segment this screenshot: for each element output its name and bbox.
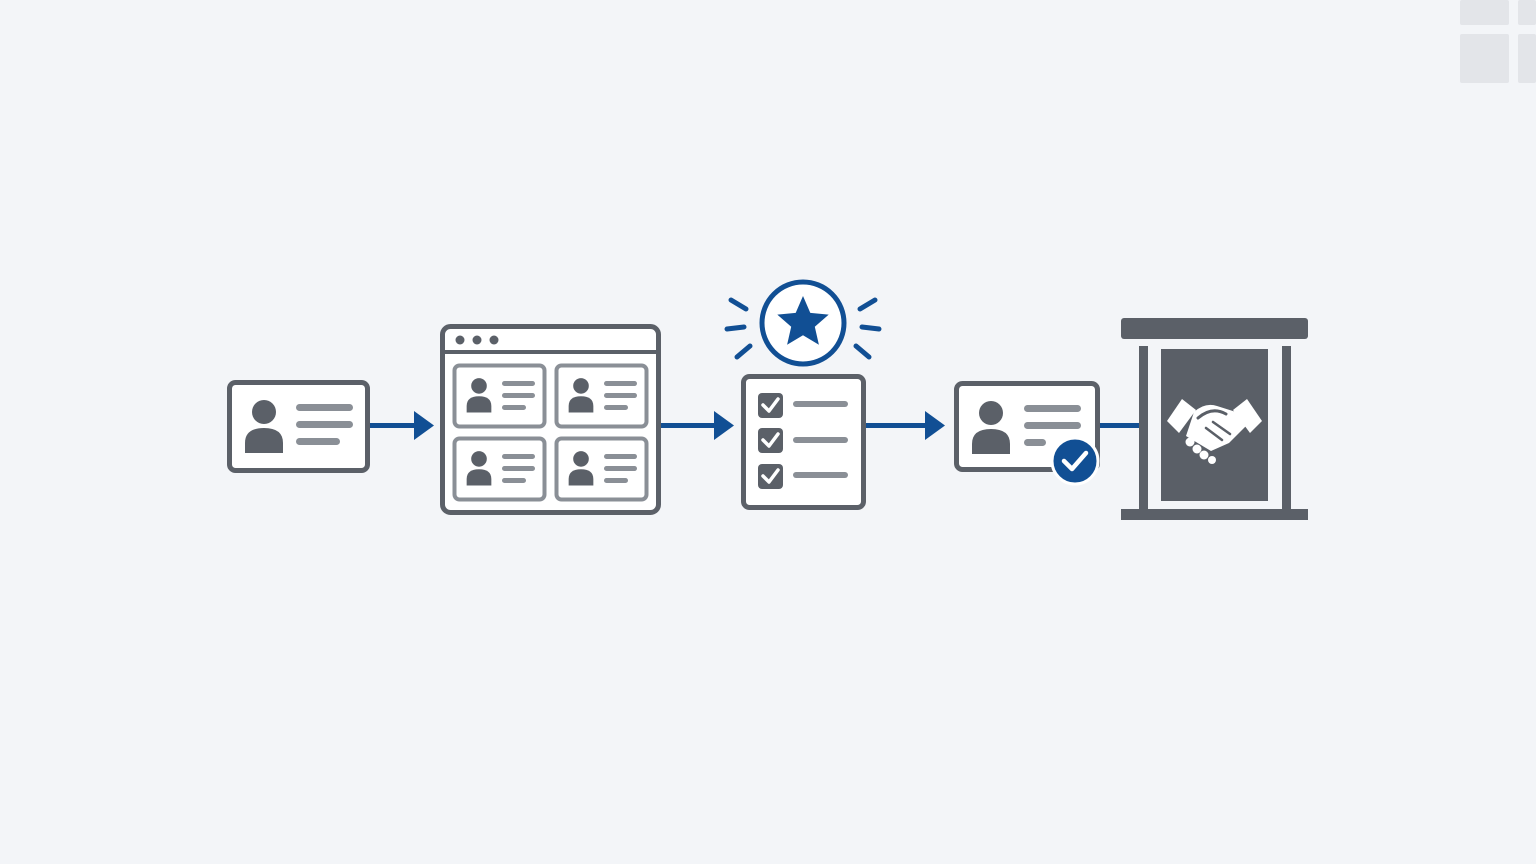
connector-line-4: [1099, 423, 1139, 428]
star-badge-icon: [724, 279, 882, 367]
pool-card-3: [452, 436, 547, 502]
pool-card-2: [554, 363, 649, 429]
corner-decoration: [1460, 0, 1536, 83]
connector-arrow-3: [865, 411, 945, 440]
checklist-row-1: [758, 393, 848, 418]
pool-card-4: [554, 436, 649, 502]
candidate-profile-card-icon: [227, 380, 370, 473]
featured-checklist-icon: [724, 279, 882, 510]
pool-card-1: [452, 363, 547, 429]
handshake-door-icon: [1121, 318, 1308, 520]
approved-candidate-card-icon: [954, 381, 1100, 486]
checklist-row-3: [758, 464, 848, 489]
connector-arrow-1: [369, 411, 434, 440]
candidate-pool-browser-icon: [440, 324, 661, 515]
checklist-row-2: [758, 428, 848, 453]
connector-arrow-2: [660, 411, 734, 440]
check-badge-icon: [1050, 436, 1100, 486]
handshake-icon: [1167, 399, 1262, 464]
